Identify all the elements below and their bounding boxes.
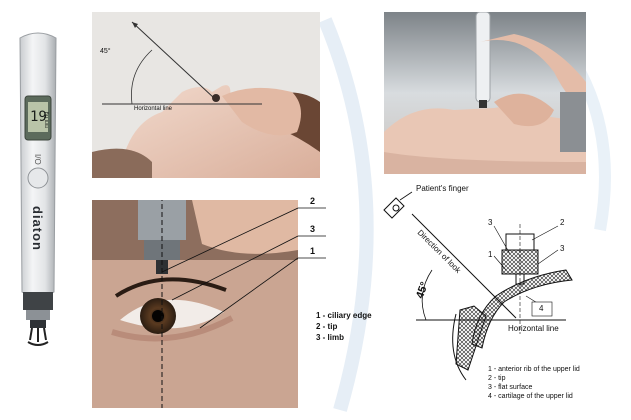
photo-measurement <box>384 12 586 174</box>
diagram-callout-3-right: 3 <box>560 244 565 253</box>
eye-legend-item: 2 - tip <box>316 322 338 331</box>
tonometer-device: 19 mm Hg I/O diaton <box>8 30 68 360</box>
eye-callout-1: 1 <box>310 246 316 256</box>
diagram-legend-item: 4 - cartilage of the upper lid <box>488 393 573 400</box>
diagram-horizontal-label: Horizontal line <box>508 324 559 333</box>
diagram-legend-item: 3 - flat surface <box>488 384 533 391</box>
brand-logo: diaton <box>30 206 45 251</box>
diagram-legend: 1 - anterior rib of the upper lid 2 - ti… <box>488 365 580 401</box>
diagram-callout-3-top: 3 <box>488 218 493 227</box>
eye-callout-3: 3 <box>310 224 316 234</box>
patient-finger-label: Patient's finger <box>416 184 469 193</box>
diagram-callout-4: 4 <box>539 304 544 313</box>
display-unit: mm Hg <box>44 111 50 128</box>
power-label: I/O <box>33 154 42 165</box>
diagram-legend-item: 1 - anterior rib of the upper lid <box>488 366 580 373</box>
technical-diagram: Patient's finger Direction of look 45° H… <box>376 184 626 416</box>
display-value: 19 <box>30 109 47 125</box>
diagram-legend-item: 2 - tip <box>488 375 506 382</box>
eye-callout-2: 2 <box>310 196 316 206</box>
photo-profile-45deg: 45° Horizontal line <box>92 12 320 178</box>
eye-legend-item: 1 - ciliary edge <box>316 311 372 320</box>
angle-label: 45° <box>100 48 111 55</box>
diagram-callout-2: 2 <box>560 218 565 227</box>
horizontal-line-label: Horizontal line <box>134 106 173 112</box>
eye-legend: 1 - ciliary edge 2 - tip 3 - limb <box>316 310 372 343</box>
diagram-callout-1: 1 <box>488 250 493 259</box>
photo-eye-closeup <box>92 200 298 408</box>
eye-legend-item: 3 - limb <box>316 333 345 342</box>
